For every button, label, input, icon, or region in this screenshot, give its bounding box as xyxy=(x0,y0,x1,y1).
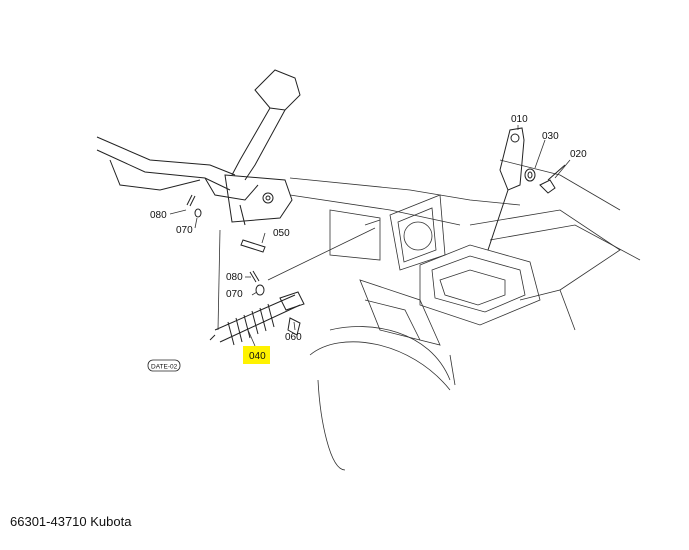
washer-070-right xyxy=(255,284,265,296)
callout-060: 060 xyxy=(285,332,302,343)
clevis-pin-060 xyxy=(287,317,301,336)
washer-030 xyxy=(524,168,536,182)
bolt-020 xyxy=(539,164,566,194)
washer-070-left xyxy=(194,208,202,218)
callout-020: 020 xyxy=(570,149,587,160)
date-stamp: DATE-02 xyxy=(147,359,181,372)
callout-070-left: 070 xyxy=(176,225,193,236)
callout-070-right: 070 xyxy=(226,289,243,300)
clevis-pin-050 xyxy=(240,239,266,253)
cotter-pin-080-left xyxy=(186,194,196,207)
date-stamp-text: DATE-02 xyxy=(151,364,178,371)
spring-040 xyxy=(209,291,305,346)
cotter-pin-060 xyxy=(249,270,260,283)
lever-010 xyxy=(487,127,525,251)
part-number-caption: 66301-43710 Kubota xyxy=(10,514,132,529)
cable-rod xyxy=(217,219,381,331)
callout-080-right: 080 xyxy=(226,272,243,283)
callout-040-highlight xyxy=(243,346,270,364)
callout-080-left: 080 xyxy=(150,210,167,221)
pivot-bracket xyxy=(224,174,293,226)
callout-030: 030 xyxy=(542,131,559,142)
callout-040: 040 xyxy=(249,351,266,362)
callout-050: 050 xyxy=(273,228,290,239)
chassis-frame xyxy=(289,159,641,471)
callout-010: 010 xyxy=(511,114,528,125)
brake-pedal-arm xyxy=(96,69,301,201)
leader-lines xyxy=(169,125,571,347)
